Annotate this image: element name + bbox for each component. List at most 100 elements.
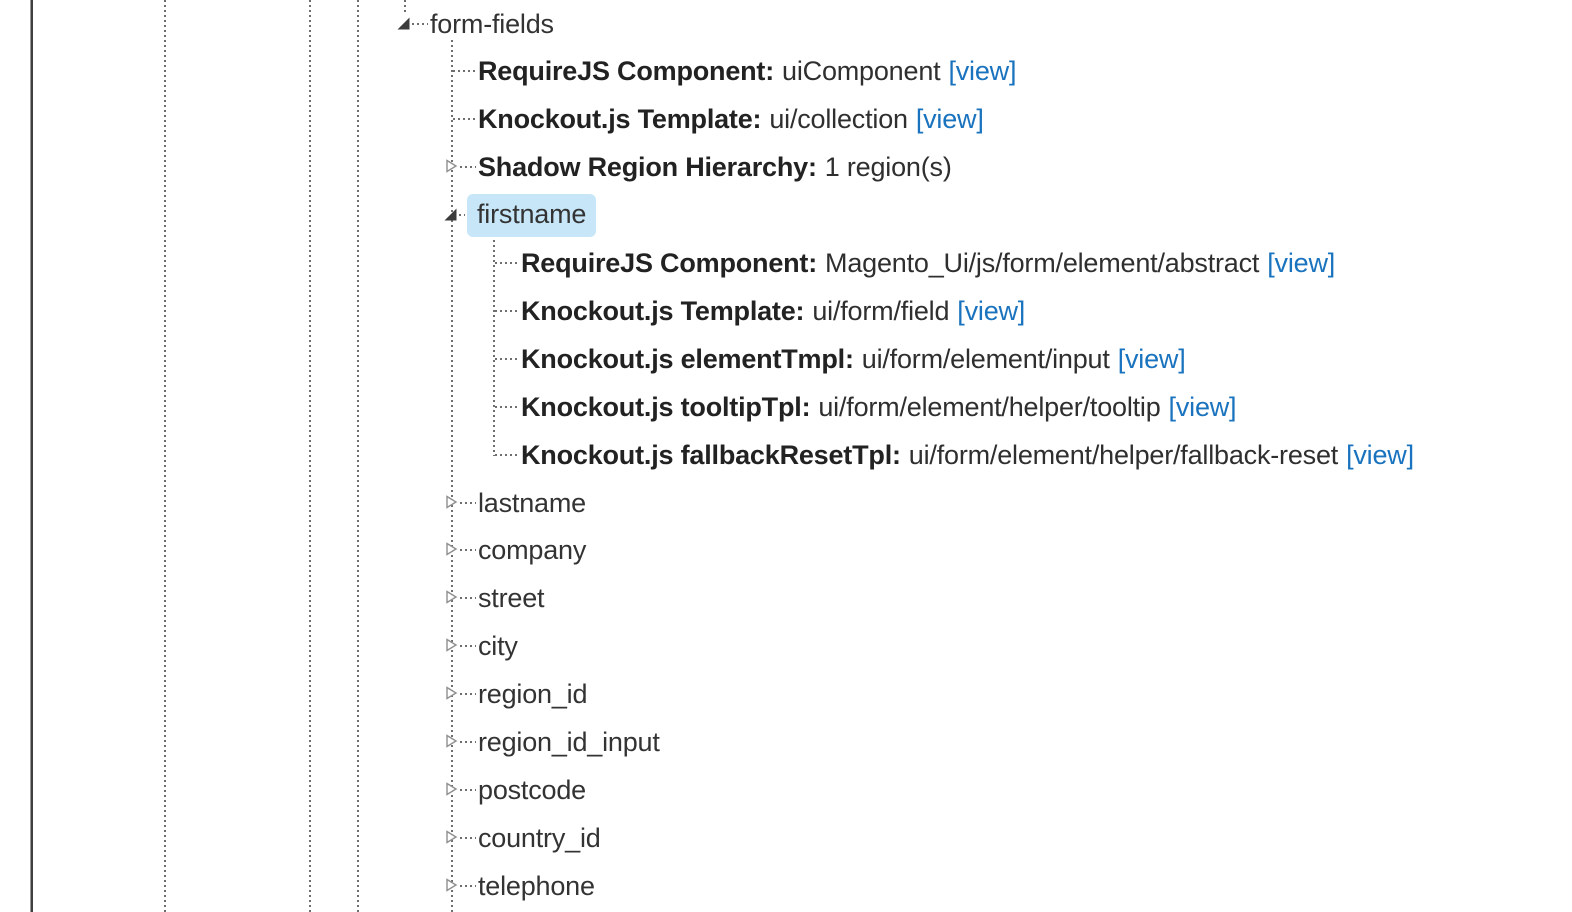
tree-guide-line-parent-stub (404, 0, 406, 14)
property-label: Knockout.js Template: (521, 295, 805, 326)
tree-connector-line (459, 214, 465, 216)
tree-row-postcode: postcode (0, 766, 1572, 814)
tree-row-telephone: telephone (0, 862, 1572, 910)
tree-guide-line-ancestor-2 (309, 0, 311, 912)
expanded-arrow-icon[interactable] (442, 206, 459, 223)
tree-node-telephone[interactable]: telephone (478, 870, 595, 901)
tree-node-country_id[interactable]: country_id (478, 822, 601, 853)
tree-row-content: region_id (478, 670, 587, 718)
view-link[interactable]: [view] (948, 55, 1017, 86)
collapsed-arrow-icon[interactable] (444, 589, 461, 606)
tree-row-content: region_id_input (478, 718, 660, 766)
property-label: Knockout.js Template: (478, 103, 762, 134)
tree-connector-line (412, 23, 428, 25)
tree-row-property-3: Shadow Region Hierarchy:1 region(s) (0, 143, 1572, 191)
tree-node-firstname-selected[interactable]: firstname (467, 193, 597, 237)
collapsed-arrow-icon[interactable] (444, 781, 461, 798)
view-link[interactable]: [view] (1117, 343, 1186, 374)
tree-row-property-9: Knockout.js fallbackResetTpl:ui/form/ele… (0, 431, 1572, 479)
tree-row-content: form-fields (430, 0, 554, 48)
tree-row-city: city (0, 622, 1572, 670)
property-value: Magento_Ui/js/form/element/abstract (825, 247, 1260, 278)
tree-row-street: street (0, 574, 1572, 622)
tree-connector-line (495, 454, 519, 456)
tree-row-country_id: country_id (0, 814, 1572, 862)
view-link[interactable]: [view] (1346, 439, 1414, 470)
view-link[interactable]: [view] (957, 295, 1026, 326)
property-value: ui/form/element/helper/tooltip (818, 391, 1161, 422)
tree-row-content: Knockout.js fallbackResetTpl:ui/form/ele… (521, 431, 1414, 479)
property-value: 1 region(s) (824, 151, 952, 182)
tree-row-firstname: firstname (0, 191, 1572, 239)
tree-row-lastname: lastname (0, 479, 1572, 527)
view-link[interactable]: [view] (1168, 391, 1237, 422)
view-link[interactable]: [view] (1267, 247, 1336, 278)
tree-node-company[interactable]: company (478, 534, 587, 565)
tree-row-form-fields: form-fields (0, 0, 1572, 48)
tree-row-property-7: Knockout.js elementTmpl:ui/form/element/… (0, 335, 1572, 383)
tree-connector-line (495, 358, 519, 360)
collapsed-arrow-icon[interactable] (444, 877, 461, 894)
tree-node-region_id_input[interactable]: region_id_input (478, 726, 660, 757)
tree-row-content: Knockout.js Template:ui/form/field[view] (521, 287, 1025, 335)
tree-node-region_id[interactable]: region_id (478, 678, 588, 709)
tree-row-property-8: Knockout.js tooltipTpl:ui/form/element/h… (0, 383, 1572, 431)
tree-node-postcode[interactable]: postcode (478, 774, 586, 805)
tree-row-region_id: region_id (0, 670, 1572, 718)
tree-connector-line (495, 406, 519, 408)
tree-row-content: Knockout.js tooltipTpl:ui/form/element/h… (521, 383, 1237, 431)
tree-guide-line-firstname-children (493, 240, 495, 456)
property-label: Shadow Region Hierarchy: (478, 151, 817, 182)
property-label: RequireJS Component: (521, 247, 818, 278)
tree-guide-line-form-fields-children (451, 40, 453, 912)
tree-node-lastname[interactable]: lastname (478, 487, 586, 518)
tree-row-content: lastname (478, 479, 586, 527)
tree-row-content: country_id (478, 814, 601, 862)
property-label: RequireJS Component: (478, 55, 775, 86)
tree-connector-line (460, 549, 476, 551)
collapsed-arrow-icon[interactable] (444, 494, 461, 511)
tree-row-content: Knockout.js Template:ui/collection[view] (478, 95, 984, 143)
view-link[interactable]: [view] (915, 103, 984, 134)
tree-row-content: RequireJS Component:Magento_Ui/js/form/e… (521, 239, 1335, 287)
collapsed-arrow-icon[interactable] (444, 541, 461, 558)
property-label: Knockout.js tooltipTpl: (521, 391, 811, 422)
tree-row-content: Knockout.js elementTmpl:ui/form/element/… (521, 335, 1186, 383)
tree-row-content: postcode (478, 766, 586, 814)
collapsed-arrow-icon[interactable] (444, 637, 461, 654)
tree-connector-line (460, 166, 476, 168)
panel-divider (30, 0, 33, 912)
tree-row-content: firstname (467, 191, 597, 239)
property-value: uiComponent (782, 55, 941, 86)
property-value: ui/form/element/input (861, 343, 1110, 374)
expanded-arrow-icon[interactable] (395, 15, 412, 32)
tree-row-property-5: RequireJS Component:Magento_Ui/js/form/e… (0, 239, 1572, 287)
tree-node-city[interactable]: city (478, 630, 518, 661)
tree-row-content: city (478, 622, 518, 670)
collapsed-arrow-icon[interactable] (444, 685, 461, 702)
tree-node-street[interactable]: street (478, 582, 545, 613)
property-value: ui/form/field (812, 295, 950, 326)
tree-row-property-1: RequireJS Component:uiComponent[view] (0, 47, 1572, 95)
tree-row-property-2: Knockout.js Template:ui/collection[view] (0, 95, 1572, 143)
tree-connector-line (460, 741, 476, 743)
collapsed-arrow-icon[interactable] (444, 829, 461, 846)
tree-connector-line (460, 885, 476, 887)
tree-connector-line (460, 693, 476, 695)
property-value: ui/collection (769, 103, 908, 134)
tree-connector-line (453, 70, 476, 72)
property-label: Knockout.js elementTmpl: (521, 343, 854, 374)
tree-connector-line (495, 310, 519, 312)
tree-connector-line (460, 597, 476, 599)
tree-row-content: street (478, 574, 545, 622)
tree-node-form-fields[interactable]: form-fields (430, 8, 554, 39)
tree-row-content: company (478, 526, 586, 574)
property-label: Knockout.js fallbackResetTpl: (521, 439, 901, 470)
tree-row-property-6: Knockout.js Template:ui/form/field[view] (0, 287, 1572, 335)
collapsed-arrow-icon[interactable] (444, 733, 461, 750)
tree-connector-line (453, 118, 476, 120)
tree-connector-line (460, 789, 476, 791)
tree-row-content: telephone (478, 862, 595, 910)
collapsed-arrow-icon[interactable] (444, 158, 461, 175)
